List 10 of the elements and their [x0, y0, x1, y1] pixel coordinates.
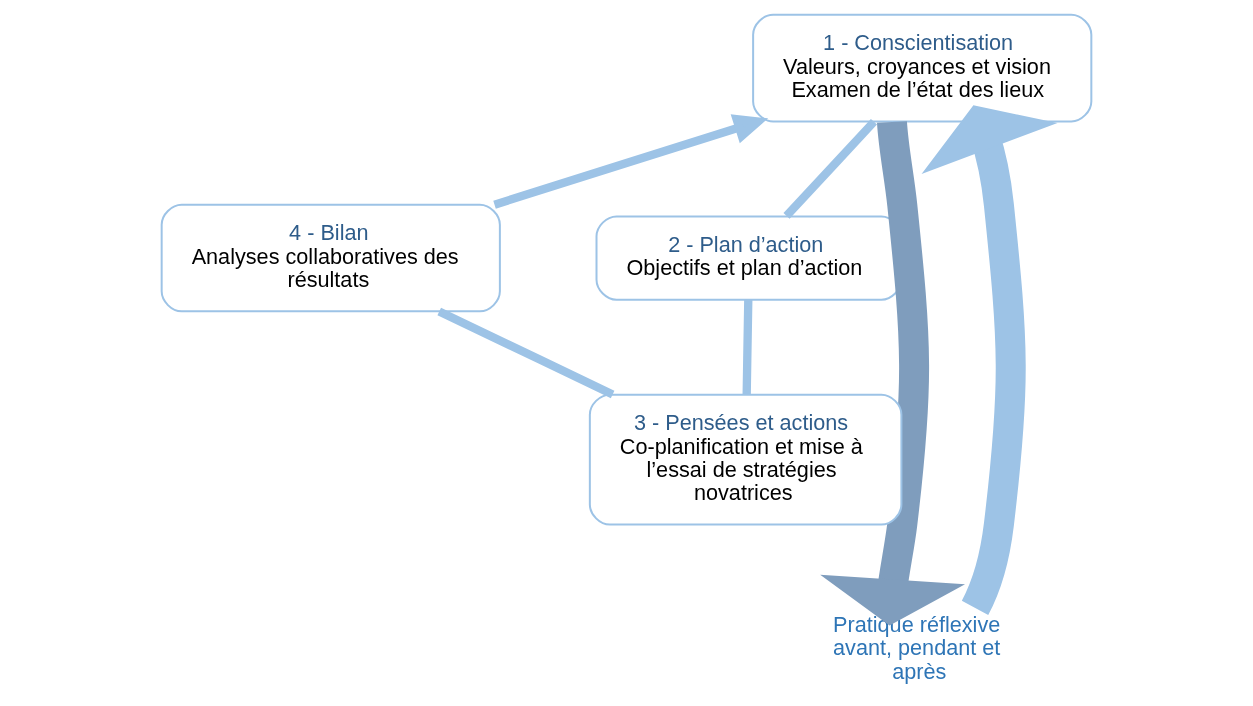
arrow	[493, 114, 769, 209]
node-text: Pratique réflexive avant, pendant et après	[833, 611, 1001, 684]
connector	[742, 299, 753, 395]
connector	[437, 307, 615, 399]
node-box: 1 - Conscientisation Valeurs, croyances et vision Examen de l’état des lieux	[752, 13, 1093, 123]
arrow	[921, 105, 1058, 615]
node-box: 3 - Pensées et actions Co-planification et mise à l’essai de stratégies novatrices	[588, 393, 903, 526]
connector	[783, 118, 877, 219]
arrow	[820, 120, 966, 626]
node-box: 4 - Bilan Analyses collaboratives des résultats	[160, 203, 501, 313]
